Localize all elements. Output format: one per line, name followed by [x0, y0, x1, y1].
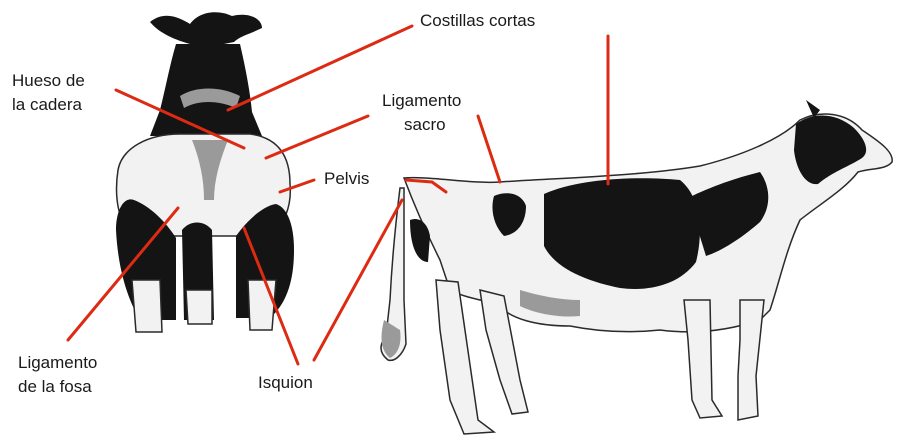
rear-leg-left: [132, 280, 162, 332]
rear-leg-right: [248, 280, 276, 330]
leader-ligamento-sacro-side: [478, 116, 500, 182]
label-ligamento-fosa-line2: de la fosa: [18, 376, 92, 397]
label-costillas-cortas: Costillas cortas: [420, 10, 535, 31]
label-ligamento-sacro-line2: sacro: [404, 114, 446, 135]
label-pelvis: Pelvis: [324, 168, 369, 189]
side-front-leg-2: [738, 300, 764, 420]
label-hueso-cadera-line1: Hueso de: [12, 70, 85, 91]
cow-side-view: [381, 100, 892, 434]
rear-head: [150, 12, 262, 46]
label-ligamento-sacro-line1: Ligamento: [382, 90, 461, 111]
label-hueso-cadera-line2: la cadera: [12, 94, 82, 115]
label-ligamento-fosa-line1: Ligamento: [18, 352, 97, 373]
leader-ligamento-sacro-rear: [266, 116, 368, 158]
rear-udder: [186, 290, 212, 324]
label-isquion: Isquion: [258, 372, 313, 393]
